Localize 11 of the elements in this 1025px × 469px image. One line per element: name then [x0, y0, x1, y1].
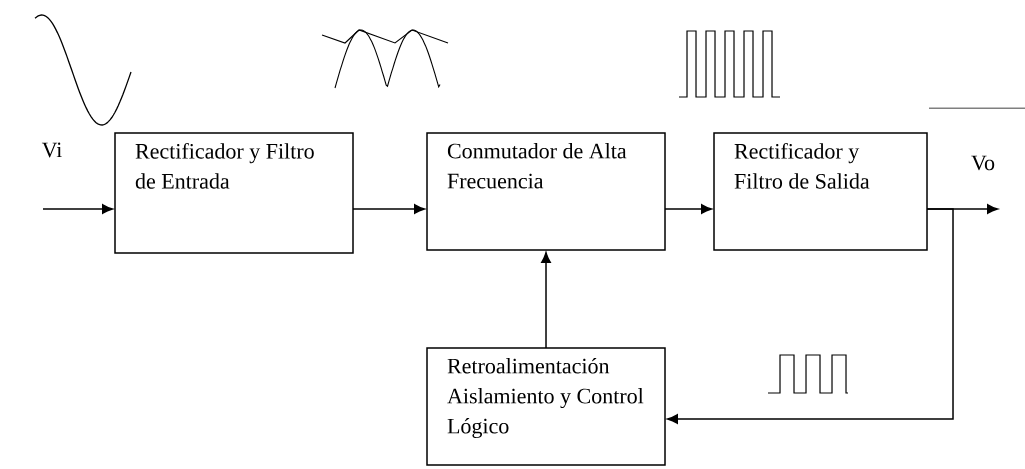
arrow — [352, 204, 425, 214]
signal-label: Vi — [41, 142, 62, 158]
block-box: Rectificador y Filtro de Entrada — [114, 132, 354, 254]
signal-label: Vo — [971, 155, 995, 171]
arrow — [667, 208, 954, 424]
block-box: Retroalimentación Aislamiento y Control Lógico — [426, 347, 666, 466]
arrow — [541, 252, 551, 349]
block-box: Conmutador de Alta Frecuencia — [426, 132, 666, 251]
arrow — [42, 204, 113, 214]
block-box: Rectificador y Filtro de Salida — [713, 132, 928, 251]
arrow — [664, 204, 712, 214]
